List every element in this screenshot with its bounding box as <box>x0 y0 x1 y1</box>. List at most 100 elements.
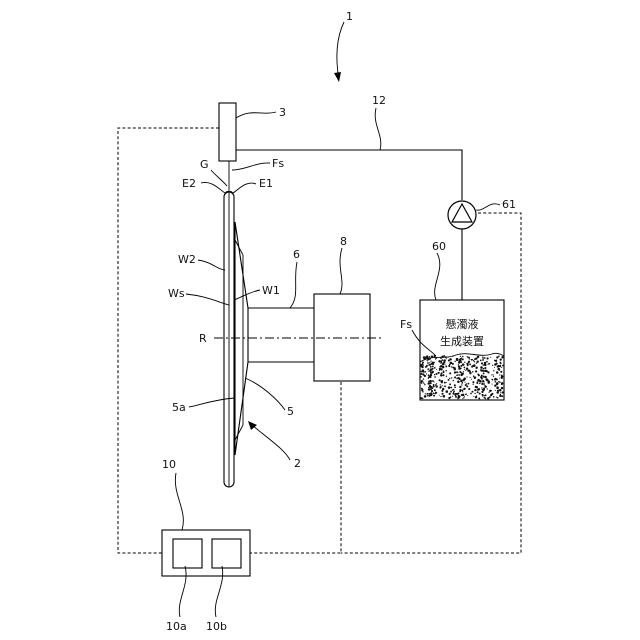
particle-dot <box>467 395 468 396</box>
particle-dot <box>450 359 452 361</box>
label-controller-a: 10a <box>166 620 187 633</box>
particle-dot <box>434 389 436 391</box>
particle-dot <box>452 393 454 395</box>
particle-dot <box>480 376 483 379</box>
particle-dot <box>483 375 485 377</box>
particle-dot <box>493 374 494 375</box>
particle-dot <box>497 365 499 367</box>
particle-dot <box>501 377 503 379</box>
particle-dot <box>484 367 486 369</box>
particle-dot <box>495 381 497 383</box>
particle-dot <box>423 378 424 379</box>
controller-unit-b <box>212 539 241 568</box>
particle-dot <box>444 385 446 387</box>
particle-dot <box>501 387 503 389</box>
particle-dot <box>498 381 499 382</box>
particle-dot <box>497 368 499 370</box>
particle-dot <box>459 386 461 388</box>
leader-holding-unit-arrow-icon <box>248 421 257 430</box>
particle-dot <box>438 360 440 362</box>
particle-dot <box>488 392 489 393</box>
leader-w2 <box>198 260 225 270</box>
particle-dot <box>501 356 503 358</box>
leader-e2 <box>201 182 225 193</box>
particle-dot <box>433 395 435 397</box>
particle-dot <box>482 356 484 358</box>
particle-dot <box>424 395 427 398</box>
particle-dot <box>431 390 433 392</box>
particle-dot <box>475 386 477 388</box>
particle-dot <box>487 397 489 399</box>
label-holding-unit: 2 <box>294 457 301 470</box>
particle-dot <box>424 375 426 377</box>
particle-dot <box>439 366 441 368</box>
particle-dot <box>440 368 442 370</box>
label-axis: R <box>199 332 207 345</box>
label-generator: 60 <box>432 240 446 253</box>
label-motor: 8 <box>340 235 347 248</box>
label-gap: G <box>200 158 209 171</box>
particle-dot <box>491 379 493 381</box>
particle-dot <box>454 371 456 373</box>
particle-dot <box>453 367 455 369</box>
particle-dot <box>485 378 487 380</box>
particle-dot <box>453 389 454 390</box>
particle-dot <box>496 363 498 365</box>
particle-dot <box>429 376 431 378</box>
particle-dot <box>449 383 451 385</box>
particle-dot <box>425 393 426 394</box>
particle-dot <box>496 356 498 358</box>
particle-dot <box>466 376 467 377</box>
particle-dot <box>463 388 465 390</box>
particle-dot <box>462 363 465 366</box>
particle-dot <box>427 395 428 396</box>
particle-dot <box>483 368 485 370</box>
particle-dot <box>467 356 469 358</box>
particle-dot <box>433 392 435 394</box>
leader-nozzle <box>236 112 276 118</box>
leader-motor <box>340 248 342 294</box>
particle-dot <box>435 393 437 395</box>
particle-dot <box>423 383 424 384</box>
particle-dot <box>480 360 482 362</box>
particle-dot <box>460 361 462 363</box>
particle-dot <box>432 363 434 365</box>
particle-dot <box>475 357 477 359</box>
particle-dot <box>468 388 469 389</box>
label-pipe: 12 <box>372 94 386 107</box>
particle-dot <box>442 385 443 386</box>
holder <box>235 222 248 455</box>
particle-dot <box>442 380 444 382</box>
particle-dot <box>434 374 435 375</box>
particle-dot <box>431 355 433 357</box>
particle-dot <box>420 376 422 378</box>
particle-dot <box>436 383 437 384</box>
particle-dot <box>474 389 476 391</box>
particle-dot <box>501 383 503 385</box>
particle-dot <box>433 371 434 372</box>
leader-pipe <box>375 108 381 150</box>
particle-dot <box>499 389 501 391</box>
particle-dot <box>499 362 501 364</box>
particle-dot <box>470 393 472 395</box>
particle-dot <box>474 377 476 379</box>
particle-dot <box>465 370 466 371</box>
leader-gap <box>211 170 227 186</box>
particle-dot <box>464 396 465 397</box>
particle-dot <box>448 386 451 389</box>
holder-cone <box>235 222 248 455</box>
particle-dot <box>430 374 431 375</box>
particle-dot <box>487 364 488 365</box>
particle-dot <box>452 396 453 397</box>
particle-dot <box>461 368 462 369</box>
particle-dot <box>426 373 427 374</box>
particle-dot <box>473 375 475 377</box>
particle-dot <box>476 367 478 369</box>
particle-dot <box>441 362 443 364</box>
particle-dot <box>443 359 445 361</box>
particle-dot <box>477 391 479 393</box>
particle-dot <box>432 365 434 367</box>
particle-dot <box>460 381 461 382</box>
particle-dot <box>497 390 499 392</box>
particle-dot <box>491 374 492 375</box>
